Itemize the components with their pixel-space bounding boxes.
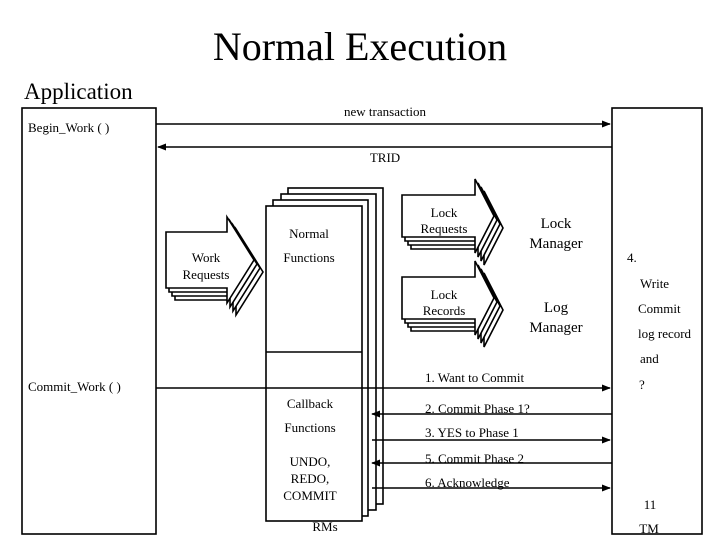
new-transaction-label: new transaction (344, 104, 426, 119)
step-3-label: 3. YES to Phase 1 (425, 425, 519, 440)
lock-records-line-1: Lock (431, 287, 458, 302)
lock-requests-line-2: Requests (421, 221, 468, 236)
lock-requests-arrow: Lock Requests (401, 178, 504, 266)
application-label: Application (24, 79, 133, 104)
tm-box (611, 107, 703, 535)
rm-callback-label: Callback (287, 396, 334, 411)
svg-text:Write: Write (640, 276, 669, 291)
step-2-label: 2. Commit Phase 1? (425, 401, 530, 416)
rm-caption: RMs (312, 519, 337, 534)
trid-label: TRID (370, 150, 400, 165)
work-requests-arrow: Work Requests (165, 214, 264, 318)
lock-requests-line-1: Lock (431, 205, 458, 220)
step-6-label: 6. Acknowledge (425, 475, 510, 490)
slide-number: 11 (644, 497, 657, 512)
rm-stack (265, 187, 384, 522)
work-requests-line-1: Work (192, 250, 221, 265)
rm-callback-functions-label: Functions (284, 420, 335, 435)
application-box (21, 107, 157, 535)
begin-work-label: Begin_Work ( ) (28, 120, 109, 135)
diagram-title: Normal Execution (213, 24, 507, 69)
lock-manager-line-1: Lock (541, 216, 572, 232)
log-manager-line-2: Manager (529, 320, 582, 336)
tm-caption: TM (639, 521, 659, 536)
svg-text:4.: 4. (627, 250, 637, 265)
commit-work-label: Commit_Work ( ) (28, 379, 121, 394)
svg-text:?: ? (639, 377, 645, 392)
rm-front-box (265, 205, 363, 522)
rm-commit-label: COMMIT (283, 488, 337, 503)
lock-records-line-2: Records (423, 303, 466, 318)
lock-manager-line-2: Manager (529, 236, 582, 252)
svg-text:log record: log record (638, 326, 692, 341)
step-1-label: 1. Want to Commit (425, 370, 524, 385)
rm-normal-label: Normal (289, 226, 329, 241)
svg-text:Commit: Commit (638, 301, 681, 316)
rm-redo-label: REDO, (291, 471, 330, 486)
rm-undo-label: UNDO, (290, 454, 331, 469)
log-manager-line-1: Log (544, 300, 569, 316)
lock-records-arrow: Lock Records (401, 260, 504, 348)
svg-text:and: and (640, 351, 659, 366)
step-5-label: 5. Commit Phase 2 (425, 451, 524, 466)
step-4-annotation: 4. Write Commit log record and ? (627, 250, 692, 392)
rm-functions-label: Functions (283, 250, 334, 265)
work-requests-line-2: Requests (183, 267, 230, 282)
